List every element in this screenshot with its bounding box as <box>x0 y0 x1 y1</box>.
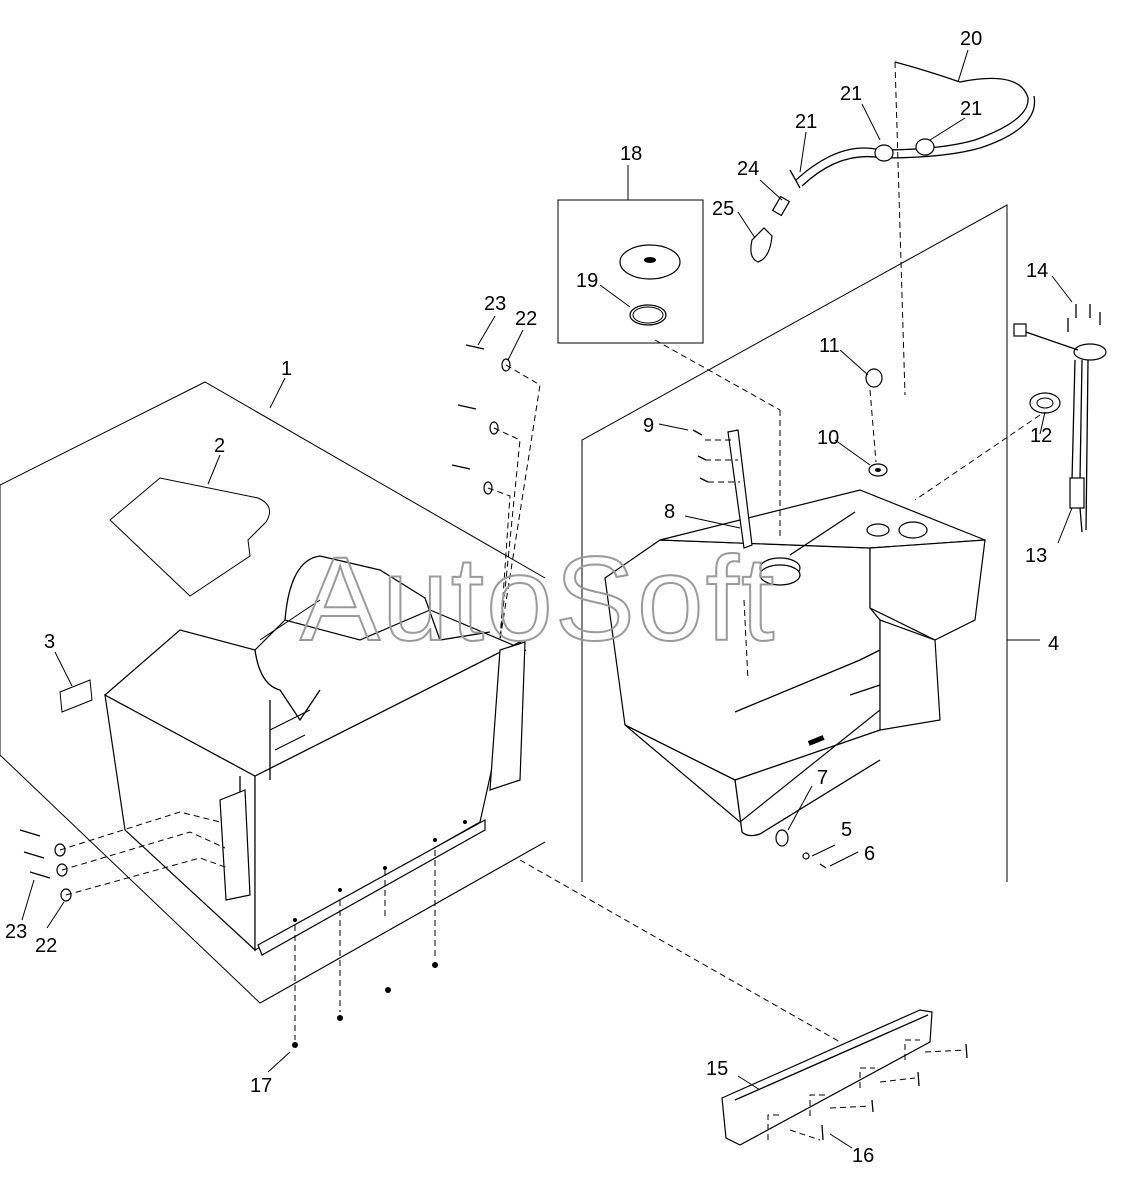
enclosure-part <box>103 555 527 956</box>
callout-2: 2 <box>214 435 225 457</box>
callout-13: 13 <box>1025 545 1047 567</box>
bolt-washer-set-right <box>451 344 541 641</box>
callout-6: 6 <box>864 843 875 865</box>
callout-1: 1 <box>281 358 292 380</box>
drain-fittings <box>775 829 827 869</box>
callout-10: 10 <box>817 427 839 449</box>
grommet-part <box>868 463 888 477</box>
callout-3: 3 <box>44 631 55 653</box>
vent-cap-part <box>865 368 883 388</box>
callout-21-c: 21 <box>795 111 817 133</box>
callout-24: 24 <box>737 158 759 180</box>
callout-22-a: 22 <box>515 308 537 330</box>
callout-20: 20 <box>960 28 982 50</box>
fuel-sender-part <box>1013 323 1107 533</box>
pad-part <box>109 477 271 597</box>
tank-group-frame <box>581 204 1040 882</box>
fuel-tank-part <box>604 489 986 837</box>
callout-14: 14 <box>1026 260 1048 282</box>
bolt-washer-set-left <box>19 811 229 902</box>
callout-11: 11 <box>819 335 840 357</box>
vent-hose-part <box>750 61 1036 263</box>
callout-25: 25 <box>712 198 734 220</box>
watermark-text: AutoSoft <box>300 532 776 666</box>
gasket-part <box>1029 392 1061 414</box>
callout-22-b: 22 <box>35 935 57 957</box>
leader-lines <box>21 49 1073 1149</box>
bracket-part <box>721 1009 966 1146</box>
callout-21-a: 21 <box>840 83 862 105</box>
callout-15: 15 <box>706 1058 728 1080</box>
callout-12: 12 <box>1030 425 1052 447</box>
callout-9: 9 <box>643 415 654 437</box>
callout-5: 5 <box>841 819 852 841</box>
decal-part <box>59 679 93 713</box>
cap-kit-box <box>557 199 704 344</box>
callout-17: 17 <box>250 1075 272 1097</box>
callout-19: 19 <box>576 270 598 292</box>
callout-18: 18 <box>620 143 642 165</box>
callout-16: 16 <box>852 1145 874 1167</box>
callout-23-b: 23 <box>5 921 27 943</box>
sender-screws <box>1067 304 1101 332</box>
bottom-fasteners <box>292 850 438 1048</box>
bracket-bolts <box>821 1043 968 1141</box>
strap-part <box>692 429 753 681</box>
callout-21-b: 21 <box>960 98 982 120</box>
callout-8: 8 <box>664 501 675 523</box>
callout-7: 7 <box>817 767 828 789</box>
callout-labels: 1 2 3 4 5 6 7 8 9 10 11 12 13 14 15 16 1… <box>5 28 1059 1167</box>
callout-4: 4 <box>1048 633 1059 655</box>
callout-23-a: 23 <box>484 293 506 315</box>
